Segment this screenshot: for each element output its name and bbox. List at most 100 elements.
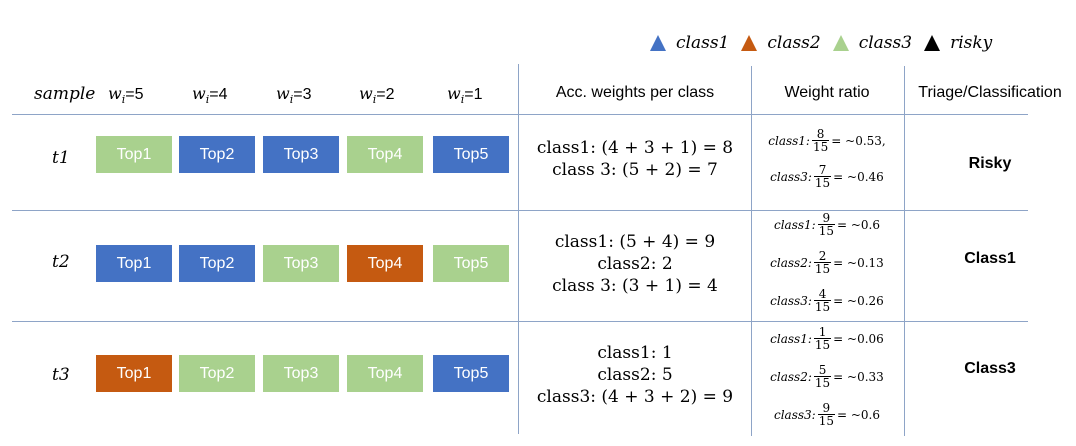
ratio-class-label: class3: xyxy=(770,169,812,184)
header-weight: wi=4 xyxy=(192,84,227,106)
acc-line: class1: 1 xyxy=(597,343,673,363)
ratio-value: = ~0.06 xyxy=(833,331,884,346)
weight-symbol: w xyxy=(276,84,290,103)
ratio-value: = ~0.46 xyxy=(833,169,884,184)
triage-result: Class3 xyxy=(964,360,1016,377)
ratio-value: = ~0.6 xyxy=(836,217,880,232)
weight-value: =1 xyxy=(464,86,483,103)
ratio-class-label: class3: xyxy=(770,293,812,308)
header-ratio: Weight ratio xyxy=(784,84,870,101)
fraction-numerator: 7 xyxy=(818,163,827,177)
ratio-class-label: class1: xyxy=(770,331,812,346)
fraction-numerator: 2 xyxy=(818,249,827,263)
weight-subscript: i xyxy=(205,93,210,107)
header-sample: sample xyxy=(34,84,96,104)
row-divider xyxy=(12,321,1028,322)
rank-box-top3: Top3 xyxy=(263,355,339,392)
ratio-value: = ~0.6 xyxy=(836,407,880,422)
legend-label: class1 xyxy=(676,33,730,53)
fraction-denominator: 15 xyxy=(813,262,832,276)
weight-value: =3 xyxy=(293,86,312,103)
weight-symbol: w xyxy=(108,84,122,103)
ratio-value: = ~0.13 xyxy=(833,255,884,270)
triage-result: Risky xyxy=(968,155,1012,172)
column-divider xyxy=(904,66,905,436)
rank-box-top5: Top5 xyxy=(433,245,509,282)
fraction-denominator: 15 xyxy=(817,224,835,238)
rank-box-top3: Top3 xyxy=(263,136,339,173)
class3-triangle-icon xyxy=(832,35,849,51)
weight-subscript: i xyxy=(460,93,465,107)
rank-box-top4: Top4 xyxy=(347,136,423,173)
header-weight: wi=3 xyxy=(276,84,311,106)
ratio-class-label: class1: xyxy=(768,133,810,148)
acc-line: class2: 5 xyxy=(597,365,673,385)
rank-box-top4: Top4 xyxy=(347,355,423,392)
legend: class1 class2 class3 risky xyxy=(650,30,1004,56)
sample-label: t2 xyxy=(52,252,70,272)
fraction-numerator: 9 xyxy=(822,211,831,225)
acc-line: class 3: (3 + 1) = 4 xyxy=(552,276,718,296)
sample-label: t3 xyxy=(52,365,70,385)
rank-box-top1: Top1 xyxy=(96,245,172,282)
ratio-class-label: class2: xyxy=(770,255,812,270)
risky-triangle-icon xyxy=(924,35,941,51)
acc-line: class1: (4 + 3 + 1) = 8 xyxy=(536,138,734,158)
header-acc: Acc. weights per class xyxy=(555,84,715,101)
fraction-denominator: 15 xyxy=(817,414,835,428)
sample-label: t1 xyxy=(52,148,70,168)
ratio-class-label: class3: xyxy=(773,407,816,422)
class2-triangle-icon xyxy=(741,35,758,51)
class1-triangle-icon xyxy=(650,35,666,51)
weight-symbol: w xyxy=(192,84,206,103)
weight-symbol: w xyxy=(359,84,373,103)
row-divider xyxy=(12,114,1028,115)
fraction-denominator: 15 xyxy=(813,376,832,390)
weight-value: =5 xyxy=(125,86,144,103)
header-triage: Triage/Classification xyxy=(918,84,1062,101)
triage-result: Class1 xyxy=(964,250,1016,267)
header-weight: wi=2 xyxy=(359,84,394,106)
rank-box-top1: Top1 xyxy=(96,136,172,173)
column-divider xyxy=(518,64,519,434)
rank-box-top2: Top2 xyxy=(179,136,255,173)
ratio-class-label: class2: xyxy=(770,369,812,384)
rank-box-top5: Top5 xyxy=(433,355,509,392)
legend-label: class2 xyxy=(767,33,821,53)
weight-value: =2 xyxy=(376,86,395,103)
legend-label: class3 xyxy=(858,33,913,53)
fraction-numerator: 1 xyxy=(818,325,827,339)
fraction-denominator: 15 xyxy=(813,300,832,314)
column-divider xyxy=(751,66,752,436)
acc-weights: class1: (4 + 3 + 1) = 8 class 3: (5 + 2)… xyxy=(520,137,750,181)
fraction-denominator: 15 xyxy=(813,176,832,190)
acc-weights: class1: 1 class2: 5 class3: (4 + 3 + 2) … xyxy=(520,342,750,408)
rank-box-top2: Top2 xyxy=(179,355,255,392)
acc-line: class3: (4 + 3 + 2) = 9 xyxy=(536,387,734,407)
legend-label: risky xyxy=(950,33,993,53)
fraction-denominator: 15 xyxy=(811,140,830,154)
acc-line: class 3: (5 + 2) = 7 xyxy=(552,160,718,180)
ratio-class-label: class1: xyxy=(773,217,816,232)
ratio-value: = ~0.26 xyxy=(833,293,884,308)
weight-subscript: i xyxy=(289,93,294,107)
weight-symbol: w xyxy=(447,84,461,103)
fraction-numerator: 9 xyxy=(822,401,831,415)
ratio-value: = ~0.53, xyxy=(831,133,886,148)
rank-box-top2: Top2 xyxy=(179,245,255,282)
header-weight: wi=5 xyxy=(108,84,143,106)
rank-box-top5: Top5 xyxy=(433,136,509,173)
